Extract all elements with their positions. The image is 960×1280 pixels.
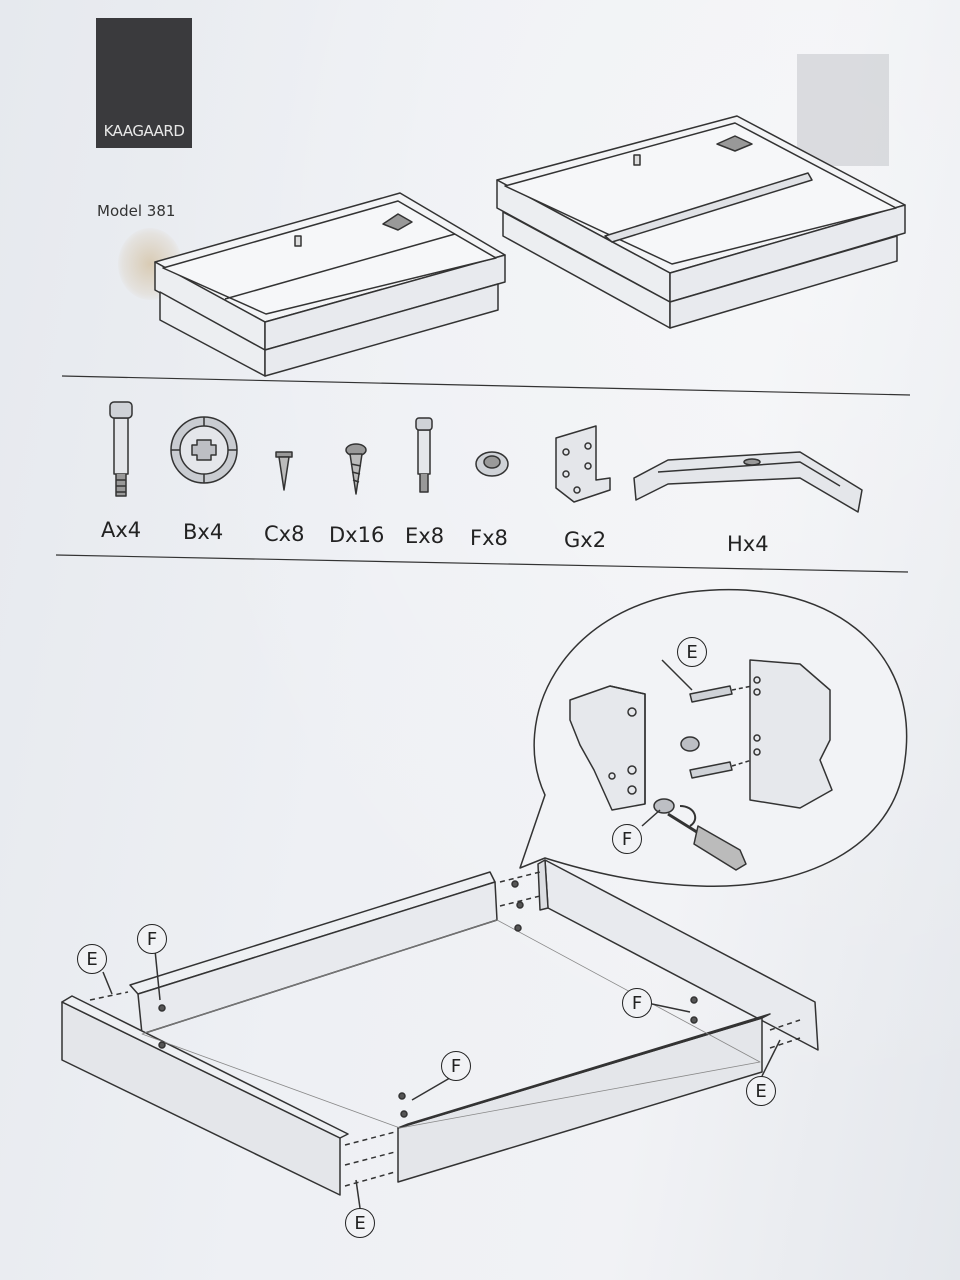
brand-logo-text: KAAGAARD — [103, 122, 185, 140]
part-d-icon — [345, 443, 367, 495]
callout-e-right: E — [746, 1076, 776, 1106]
part-b-icon — [170, 416, 238, 484]
part-f-icon — [475, 451, 509, 477]
detail-callout-bubble — [519, 588, 908, 888]
exploded-bed-frame — [61, 859, 819, 1196]
leader-e-bottom — [355, 1179, 361, 1209]
leader-f-detail — [641, 809, 661, 827]
part-c-icon — [275, 451, 293, 491]
bed-frame-small — [154, 192, 506, 377]
part-h-icon — [633, 451, 863, 513]
callout-f-right: F — [622, 988, 652, 1018]
callout-e-left: E — [77, 944, 107, 974]
part-a-icon — [109, 401, 133, 497]
leader-f-left — [154, 949, 161, 1001]
part-e-icon — [415, 417, 433, 493]
leader-e-detail — [661, 659, 693, 691]
divider-bottom — [55, 554, 909, 573]
callout-e-bottom: E — [345, 1208, 375, 1238]
part-label-g: Gx2 — [564, 528, 607, 552]
part-label-c: Cx8 — [264, 522, 305, 546]
bed-frame-large — [496, 115, 906, 329]
brand-logo: KAAGAARD — [96, 18, 192, 148]
divider-top — [61, 375, 911, 396]
callout-e-detail: E — [677, 637, 707, 667]
model-label: Model 381 — [97, 202, 176, 220]
part-label-a: Ax4 — [101, 518, 142, 542]
leader-f-right — [651, 1003, 691, 1013]
part-g-icon — [555, 425, 611, 503]
callout-f-detail: F — [612, 824, 642, 854]
part-label-b: Bx4 — [183, 520, 224, 544]
part-label-e: Ex8 — [405, 524, 445, 548]
part-label-h: Hx4 — [727, 532, 769, 556]
part-label-d: Dx16 — [329, 523, 385, 547]
callout-f-center: F — [441, 1051, 471, 1081]
leader-e-right — [761, 1039, 781, 1077]
faded-print-area — [797, 54, 889, 166]
callout-f-left: F — [137, 924, 167, 954]
leader-e-left — [102, 971, 113, 995]
part-label-f: Fx8 — [470, 526, 508, 550]
